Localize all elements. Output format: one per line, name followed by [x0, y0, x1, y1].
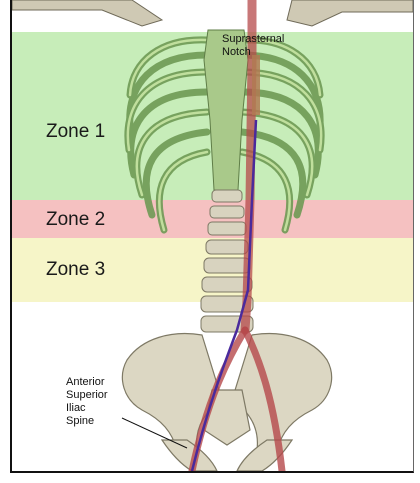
iliac-spine-label: Anterior Superior Iliac Spine — [66, 376, 108, 428]
right-clavicle — [287, 0, 413, 26]
notch-label-line-1: Suprasternal — [222, 33, 284, 46]
iliac-label-line-1: Anterior — [66, 376, 108, 389]
iliac-label-line-2: Superior — [66, 389, 108, 402]
iliac-label-line-3: Iliac — [66, 402, 108, 415]
suprasternal-notch-label: Suprasternal Notch — [222, 33, 284, 59]
zone-3-label: Zone 3 — [46, 259, 105, 281]
iliac-label-line-4: Spine — [66, 415, 108, 428]
notch-label-line-2: Notch — [222, 46, 284, 59]
sheath — [252, 55, 260, 115]
zone-1-label: Zone 1 — [46, 121, 105, 143]
figure-frame: Zone 1 Zone 2 Zone 3 Suprasternal Notch … — [10, 0, 414, 473]
left-clavicle — [12, 0, 162, 26]
zone-2-label: Zone 2 — [46, 209, 105, 231]
